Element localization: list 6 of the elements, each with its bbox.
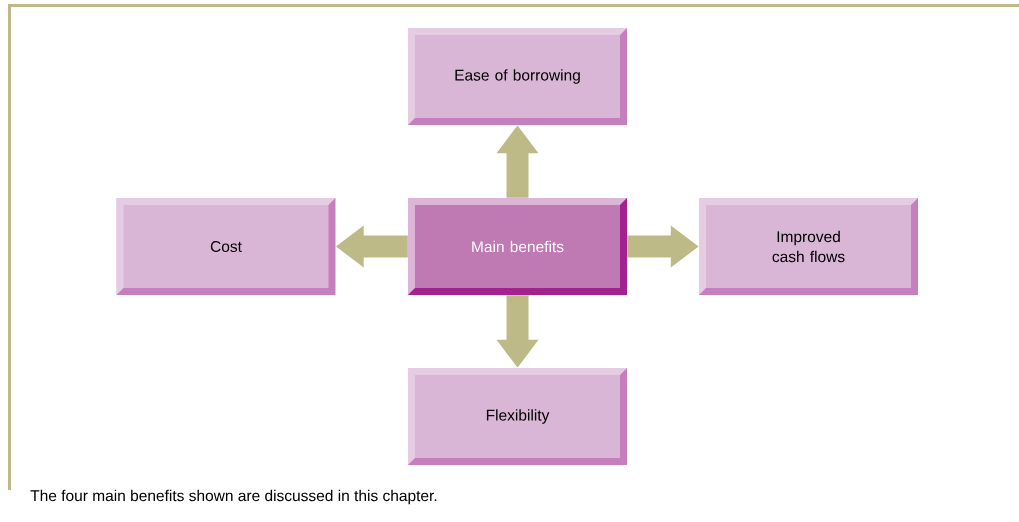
benefit-box: Ease of borrowing [408, 28, 627, 125]
caption: The four main benefits shown are discussed in this chapter. [30, 489, 437, 505]
benefit-box: Improved cash flows [699, 198, 918, 295]
benefit-box: Cost [116, 198, 336, 295]
main-box: Main benefits [408, 198, 627, 295]
benefit-box: Flexibility [408, 368, 627, 465]
